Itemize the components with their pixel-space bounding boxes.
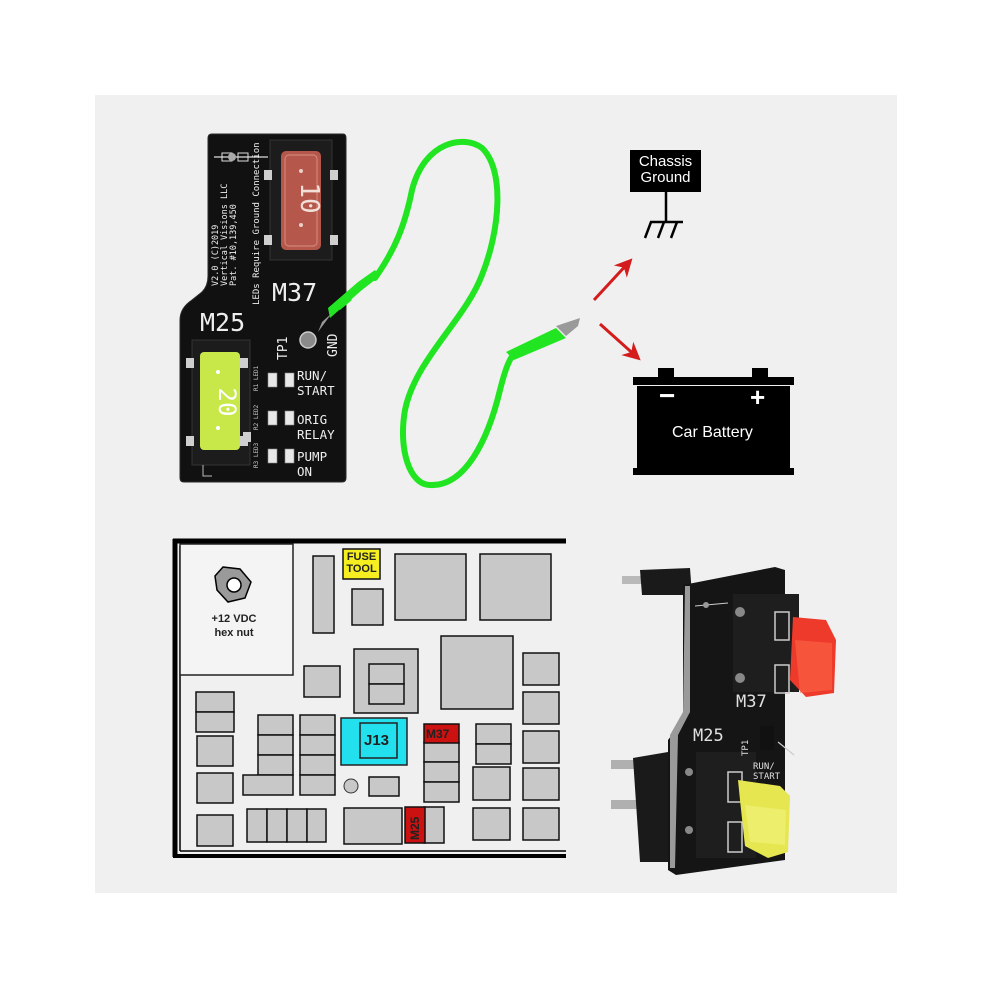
battery-label: Car Battery <box>672 424 753 441</box>
photo-label-m25: M25 <box>693 726 724 746</box>
battery-pos: + <box>750 382 766 412</box>
hex-nut-label: +12 VDC hex nut <box>211 613 257 639</box>
chassis-ground-box: Chassis Ground <box>630 150 701 192</box>
arrow-to-chassis-ground <box>592 258 633 302</box>
photo-label-tp1: TP1 <box>741 739 751 756</box>
led-label-run-start: RUN/START <box>297 368 335 398</box>
j13-label: J13 <box>364 732 390 749</box>
arrow-to-battery <box>598 322 641 361</box>
m37-marker-label: M37 <box>426 727 450 741</box>
photo-label-m37: M37 <box>736 692 767 712</box>
pcb-label-m25: M25 <box>200 308 246 337</box>
photo-label-run-start: RUN/ START <box>753 762 781 782</box>
battery-neg: − <box>659 380 676 411</box>
fuse-m37-rating: 10 <box>294 182 324 213</box>
pcb-label-m37: M37 <box>272 278 318 307</box>
fuse-tool-label: FUSE TOOL <box>346 551 377 575</box>
fuse-m25-rating: 20 <box>213 388 241 417</box>
